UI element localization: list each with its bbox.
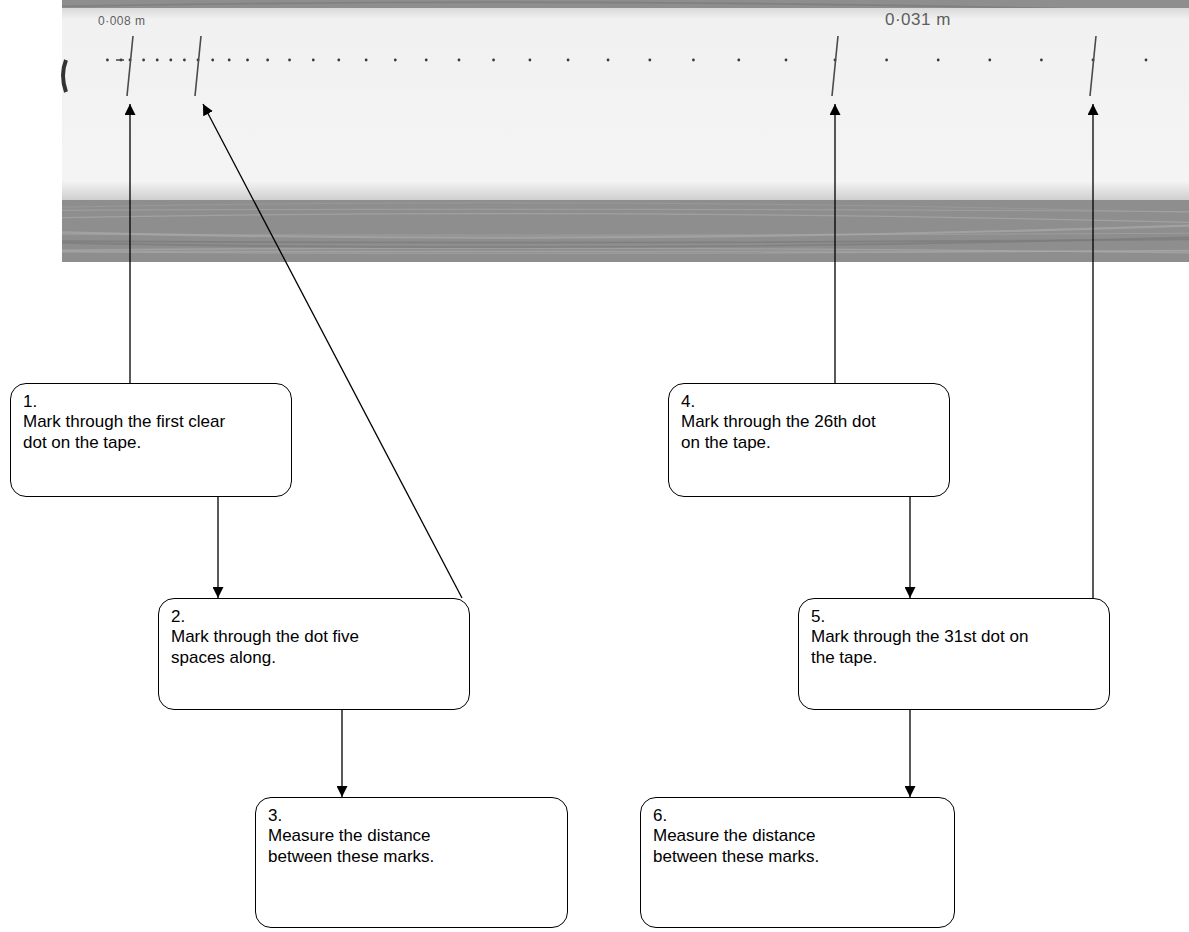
- tape-dot: [567, 59, 570, 62]
- pen-mark: [832, 36, 838, 96]
- pen-mark: [195, 36, 201, 96]
- step-text: Mark through the first clear dot on the …: [23, 412, 229, 453]
- grain-line: [62, 248, 1189, 253]
- step-number: 3.: [268, 806, 469, 826]
- flow-arrow: [341, 710, 342, 797]
- tape-dots: [106, 59, 1147, 62]
- leader-arrow: [834, 104, 835, 383]
- pen-marks: [127, 36, 1096, 96]
- step-box: 4.Mark through the 26th dot on the tape.: [668, 383, 950, 497]
- grain-line: [62, 250, 1189, 253]
- leader-arrow: [129, 104, 130, 383]
- step-box: 5.Mark through the 31st dot on the tape.: [798, 598, 1110, 710]
- grain-line: [62, 203, 1189, 213]
- step-text: Mark through the dot five spaces along.: [171, 627, 412, 668]
- pen-mark: [1090, 36, 1096, 96]
- leader-arrow: [203, 104, 462, 598]
- tape-dot: [737, 59, 740, 62]
- tape-dot: [337, 59, 340, 62]
- tape-dot: [885, 59, 888, 62]
- wood-grain: [62, 2, 1189, 253]
- step-number: 1.: [23, 392, 229, 412]
- tape-dot: [692, 59, 695, 62]
- tape-dot: [394, 59, 397, 62]
- grain-line: [62, 209, 1189, 211]
- tape-dot: [183, 59, 186, 62]
- tape-dot: [458, 59, 461, 62]
- tape-dot: [266, 59, 269, 62]
- tape-dot: [607, 59, 610, 62]
- handwritten-measurement: 0·031 m: [885, 10, 951, 30]
- pen-dash: [116, 59, 124, 61]
- tape-dot: [425, 59, 428, 62]
- tape-dot: [648, 59, 651, 62]
- tape-dot: [937, 59, 940, 62]
- tape-dot: [156, 59, 159, 62]
- grain-line: [62, 239, 1189, 242]
- paper-tape: [62, 8, 1189, 200]
- step-number: 5.: [811, 607, 1052, 627]
- tape-dot: [288, 59, 291, 62]
- tape-dot: [312, 59, 315, 62]
- step-text: Mark through the 31st dot on the tape.: [811, 627, 1052, 668]
- step-box: 2.Mark through the dot five spaces along…: [158, 598, 470, 710]
- tape-dot: [492, 59, 495, 62]
- pen-mark: [127, 36, 133, 96]
- flow-arrow: [909, 497, 910, 598]
- tape-dot: [169, 59, 172, 62]
- step-box: 3.Measure the distance between these mar…: [255, 797, 568, 928]
- tape-dot: [1145, 59, 1148, 62]
- grain-line: [62, 226, 1189, 238]
- tape-dot: [228, 59, 231, 62]
- grain-line: [62, 237, 1189, 247]
- grain-line: [62, 214, 1189, 223]
- leader-arrow: [1092, 104, 1093, 598]
- tape-dot: [106, 59, 109, 62]
- step-text: Measure the distance between these marks…: [268, 826, 469, 867]
- tape-dot: [1040, 59, 1043, 62]
- step-text: Measure the distance between these marks…: [653, 826, 854, 867]
- tape-dot: [211, 59, 214, 62]
- tape-dot: [246, 59, 249, 62]
- step-box: 1.Mark through the first clear dot on th…: [10, 383, 292, 497]
- wood-background: [62, 0, 1189, 262]
- step-number: 2.: [171, 607, 412, 627]
- tape-end: [63, 60, 66, 92]
- handwritten-measurement: 0·008 m: [98, 14, 146, 28]
- step-text: Mark through the 26th dot on the tape.: [681, 412, 887, 453]
- tape-dot: [365, 59, 368, 62]
- step-number: 4.: [681, 392, 887, 412]
- tape-dot: [529, 59, 532, 62]
- step-box: 6.Measure the distance between these mar…: [640, 797, 955, 928]
- tape-dot: [785, 59, 788, 62]
- tape-dot: [988, 59, 991, 62]
- tape-dot: [142, 59, 145, 62]
- flow-arrow: [909, 710, 910, 797]
- step-number: 6.: [653, 806, 854, 826]
- flow-arrow: [217, 497, 218, 598]
